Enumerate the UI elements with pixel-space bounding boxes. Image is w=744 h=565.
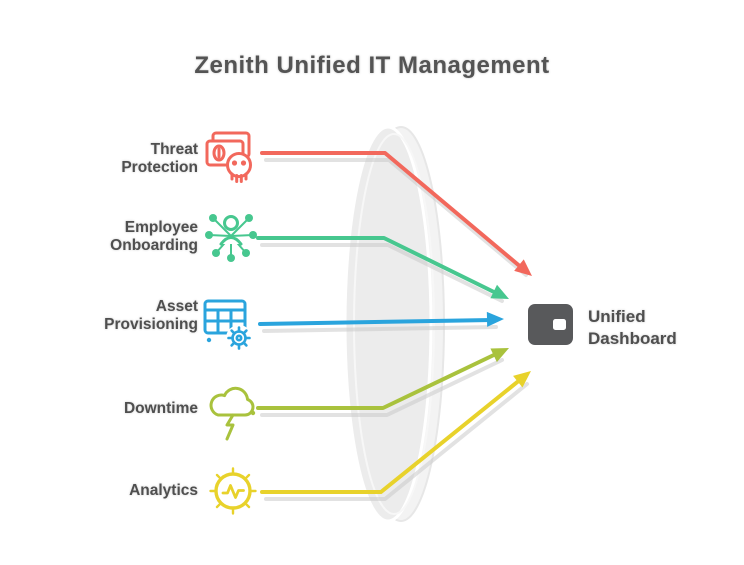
arrowhead-threat xyxy=(514,259,532,276)
label-provisioning-line1: Asset xyxy=(155,298,198,315)
shadow-line-onboarding xyxy=(260,243,504,303)
label-onboarding-line1: Employee xyxy=(124,219,198,236)
label-downtime-line1: Downtime xyxy=(123,400,198,417)
shadow-line-threat xyxy=(264,158,528,277)
diagram-title: Zenith Unified IT Management xyxy=(194,52,550,79)
shadow-line-downtime xyxy=(260,358,504,417)
shadow-line-analytics xyxy=(264,382,529,501)
arrowhead-downtime xyxy=(490,348,509,363)
label-analytics: Analytics xyxy=(42,482,198,500)
server-grid-gear-icon xyxy=(203,299,252,351)
label-threat-line2: Protection xyxy=(121,159,198,177)
arrowhead-analytics xyxy=(513,371,531,388)
label-provisioning-line2: Provisioning xyxy=(104,316,198,334)
monitor-body xyxy=(528,304,573,345)
monitor-screen-dot xyxy=(553,319,566,330)
label-threat-protection: Threat Protection xyxy=(42,141,198,178)
flow-line-provisioning xyxy=(258,318,494,326)
label-analytics-line1: Analytics xyxy=(129,482,198,499)
label-employee-onboarding: Employee Onboarding xyxy=(42,219,198,256)
cloud-lightning-icon xyxy=(209,386,256,441)
arrowhead-provisioning xyxy=(486,311,504,327)
monitor-icon xyxy=(528,304,573,345)
money-skull-threat-icon xyxy=(205,131,252,183)
label-output-line1: Unified xyxy=(588,307,646,326)
flow-line-onboarding xyxy=(256,236,500,296)
arrowhead-onboarding xyxy=(490,284,509,299)
label-asset-provisioning: Asset Provisioning xyxy=(42,298,198,335)
flow-line-downtime xyxy=(256,351,500,410)
label-downtime: Downtime xyxy=(42,400,198,418)
label-threat-line1: Threat xyxy=(150,141,198,158)
person-network-icon xyxy=(205,214,257,262)
pulse-gauge-icon xyxy=(209,467,257,515)
flow-line-threat xyxy=(260,151,524,270)
label-onboarding-line2: Onboarding xyxy=(110,237,198,255)
flow-line-analytics xyxy=(260,377,523,494)
label-unified-dashboard: Unified Dashboard xyxy=(588,306,738,350)
shadow-line-provisioning xyxy=(262,325,498,333)
label-output-line2: Dashboard xyxy=(588,329,677,349)
